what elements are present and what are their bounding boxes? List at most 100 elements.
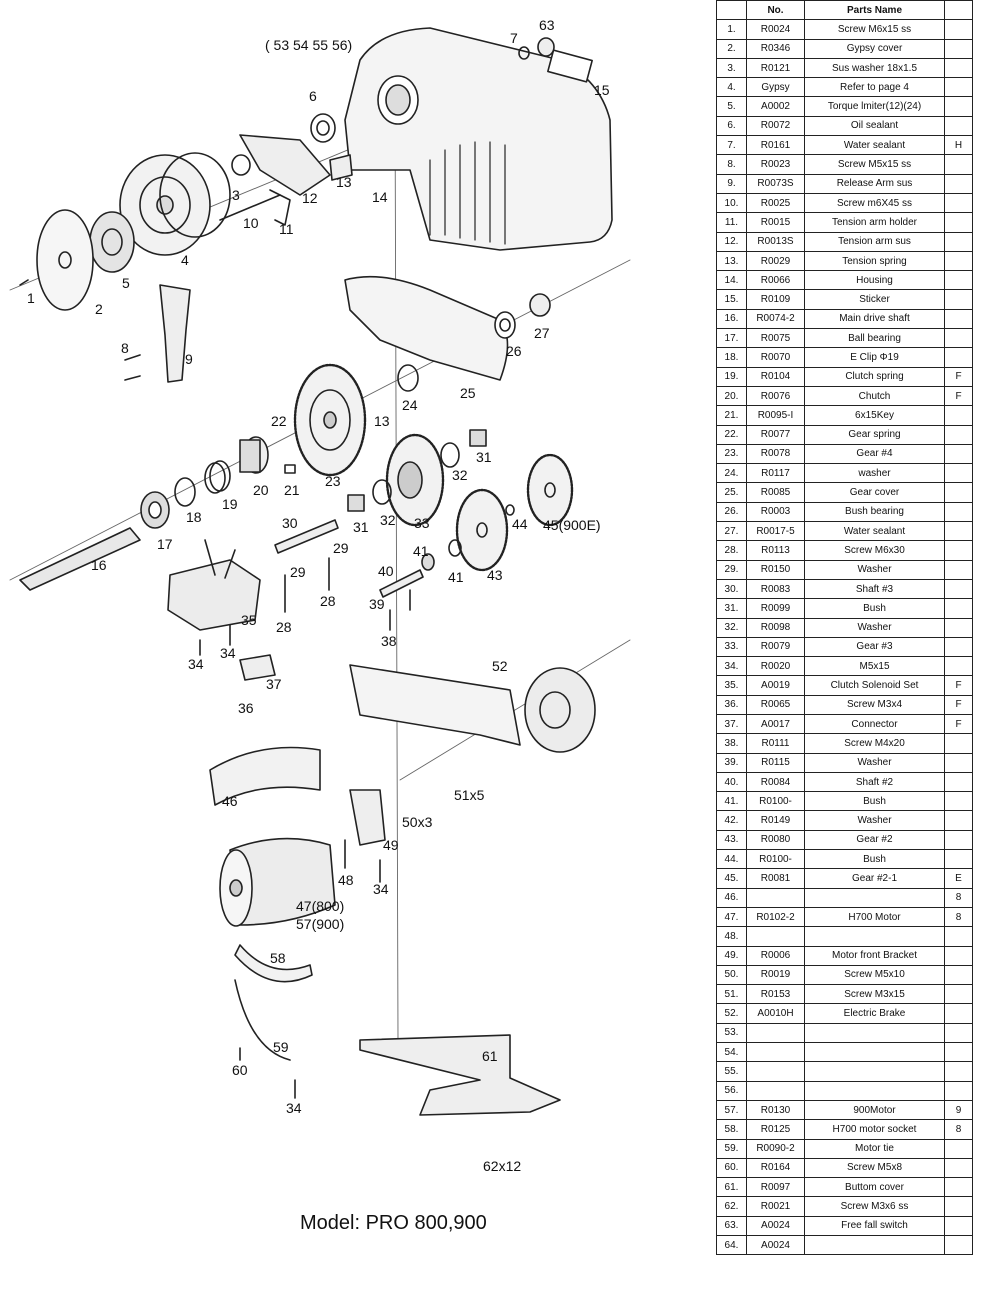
- cell-part-no: A0019: [746, 675, 805, 696]
- callout-34b: 34: [220, 645, 236, 661]
- cell-part-no: R0017-5: [746, 521, 805, 542]
- cell-part-name: [804, 1080, 945, 1101]
- cell-note: [944, 578, 973, 600]
- callout-29b: 29: [290, 564, 306, 580]
- table-row: 48.: [716, 926, 973, 947]
- table-row: 53.: [716, 1022, 973, 1044]
- cell-part-name: [804, 1042, 945, 1063]
- cell-index: 29.: [716, 559, 747, 580]
- cell-part-name: Washer: [804, 559, 945, 580]
- callout-41b: 41: [448, 569, 464, 585]
- table-row: 41.R0100-Bush: [716, 791, 973, 812]
- callout-17: 17: [157, 536, 173, 552]
- cell-index: 16.: [716, 308, 747, 330]
- cell-note: [944, 810, 973, 831]
- cell-part-no: R0100-: [746, 849, 805, 870]
- cell-part-name: Sus washer 18x1.5: [804, 57, 945, 79]
- cell-index: 61.: [716, 1177, 747, 1198]
- cell-part-no: R0100-: [746, 791, 805, 812]
- cell-index: 57.: [716, 1099, 747, 1121]
- cell-index: 39.: [716, 752, 747, 773]
- callout-1: 1: [27, 290, 35, 306]
- cell-part-no: R0150: [746, 559, 805, 580]
- cell-part-no: R0072: [746, 115, 805, 137]
- cell-part-name: Tension arm sus: [804, 231, 945, 252]
- cell-part-name: Bush: [804, 791, 945, 812]
- cell-part-no: R0111: [746, 733, 805, 754]
- cell-note: [944, 1042, 973, 1063]
- gear-cover-25: [344, 275, 509, 381]
- cell-part-no: R0098: [746, 617, 805, 638]
- clutch-group: [174, 436, 296, 507]
- callout-2: 2: [95, 301, 103, 317]
- cell-index: 18.: [716, 347, 747, 368]
- callout-38: 38: [381, 633, 397, 649]
- cell-part-name: Washer: [804, 810, 945, 831]
- cell-note: [944, 115, 973, 137]
- cell-index: 59.: [716, 1138, 747, 1159]
- cell-part-name: Screw M3x15: [804, 984, 945, 1005]
- cell-part-no: R0019: [746, 964, 805, 986]
- callout-34d: 34: [286, 1100, 302, 1116]
- cell-part-no: R0020: [746, 656, 805, 677]
- callout-28a: 28: [320, 593, 336, 609]
- cell-part-no: R0153: [746, 984, 805, 1005]
- cell-index: 30.: [716, 578, 747, 600]
- callout-13a: 13: [336, 174, 352, 190]
- callout-14: 14: [372, 189, 388, 205]
- cell-part-name: Housing: [804, 270, 945, 291]
- cell-note: [944, 1003, 973, 1024]
- cell-index: 1.: [716, 19, 747, 40]
- cell-index: 34.: [716, 656, 747, 677]
- cell-part-name: Screw m6X45 ss: [804, 192, 945, 214]
- gear-33: [385, 433, 445, 527]
- cell-part-no: R0079: [746, 636, 805, 658]
- cell-index: 51.: [716, 984, 747, 1005]
- cell-part-name: Shaft #2: [804, 771, 945, 793]
- cell-index: 50.: [716, 964, 747, 986]
- cell-part-name: Gear #2: [804, 829, 945, 851]
- callout-15: 15: [594, 82, 610, 98]
- cell-note: [944, 559, 973, 580]
- cell-part-name: Screw M3x4: [804, 694, 945, 715]
- cell-part-name: Chutch: [804, 385, 945, 407]
- cell-part-no: R0085: [746, 482, 805, 503]
- cell-part-name: Bush: [804, 598, 945, 619]
- cell-index: 32.: [716, 617, 747, 638]
- cell-index: 42.: [716, 810, 747, 831]
- cell-note: [944, 829, 973, 851]
- cell-note: [944, 1138, 973, 1159]
- cell-part-name: Motor tie: [804, 1138, 945, 1159]
- cell-part-name: Main drive shaft: [804, 308, 945, 330]
- callout-29a: 29: [333, 540, 349, 556]
- cell-note: [944, 771, 973, 793]
- cell-part-name: Gear spring: [804, 424, 945, 445]
- cell-part-name: Screw M5x15 ss: [804, 154, 945, 175]
- gear-23: [293, 363, 367, 477]
- cell-index: 63.: [716, 1215, 747, 1237]
- cell-index: 15.: [716, 289, 747, 310]
- cell-part-no: A0024: [746, 1234, 805, 1256]
- cell-part-name: E Clip Φ19: [804, 347, 945, 368]
- cell-index: 53.: [716, 1022, 747, 1044]
- cell-note: 9: [944, 1099, 973, 1121]
- cell-index: 47.: [716, 906, 747, 928]
- cell-index: 62.: [716, 1196, 747, 1217]
- cell-note: [944, 945, 973, 966]
- cell-part-no: R0021: [746, 1196, 805, 1217]
